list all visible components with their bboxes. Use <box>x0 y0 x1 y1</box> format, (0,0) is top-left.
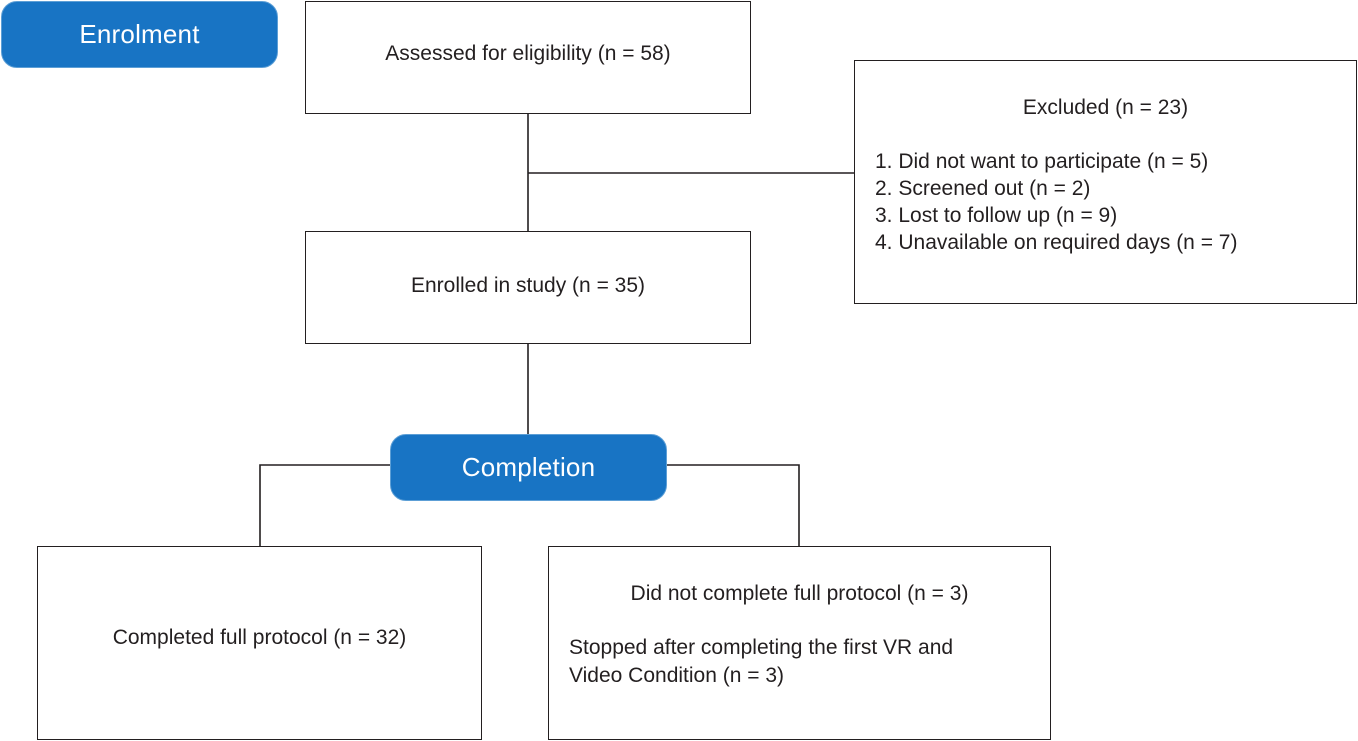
enrolment-label-text: Enrolment <box>79 19 200 49</box>
enrolled-box: Enrolled in study (n = 35) <box>305 231 751 344</box>
excluded-reason-3: 3. Lost to follow up (n = 9) <box>875 204 1118 227</box>
not-completed-box: Did not complete full protocol (n = 3) S… <box>548 546 1051 740</box>
not-completed-detail-line-2: Video Condition (n = 3) <box>569 664 785 687</box>
excluded-box: Excluded (n = 23) 1. Did not want to par… <box>854 60 1357 304</box>
connector-completion-to-not-completed <box>666 464 800 547</box>
excluded-reason-4: 4. Unavailable on required days (n = 7) <box>875 231 1238 254</box>
connector-completion-to-completed <box>259 464 390 547</box>
completion-label: Completion <box>390 434 667 501</box>
enrolled-text: Enrolled in study (n = 35) <box>410 274 646 297</box>
enrolment-label: Enrolment <box>1 1 278 68</box>
assessed-box: Assessed for eligibility (n = 58) <box>305 1 751 114</box>
completed-text: Completed full protocol (n = 32) <box>112 626 407 649</box>
excluded-title: Excluded (n = 23) <box>1022 96 1189 119</box>
completion-label-text: Completion <box>461 452 596 482</box>
excluded-reason-1: 1. Did not want to participate (n = 5) <box>875 150 1209 173</box>
not-completed-title: Did not complete full protocol (n = 3) <box>630 582 969 605</box>
assessed-text: Assessed for eligibility (n = 58) <box>385 42 671 65</box>
excluded-reason-2: 2. Screened out (n = 2) <box>875 177 1091 200</box>
completed-box: Completed full protocol (n = 32) <box>37 546 482 740</box>
not-completed-detail-line-1: Stopped after completing the first VR an… <box>569 636 954 659</box>
